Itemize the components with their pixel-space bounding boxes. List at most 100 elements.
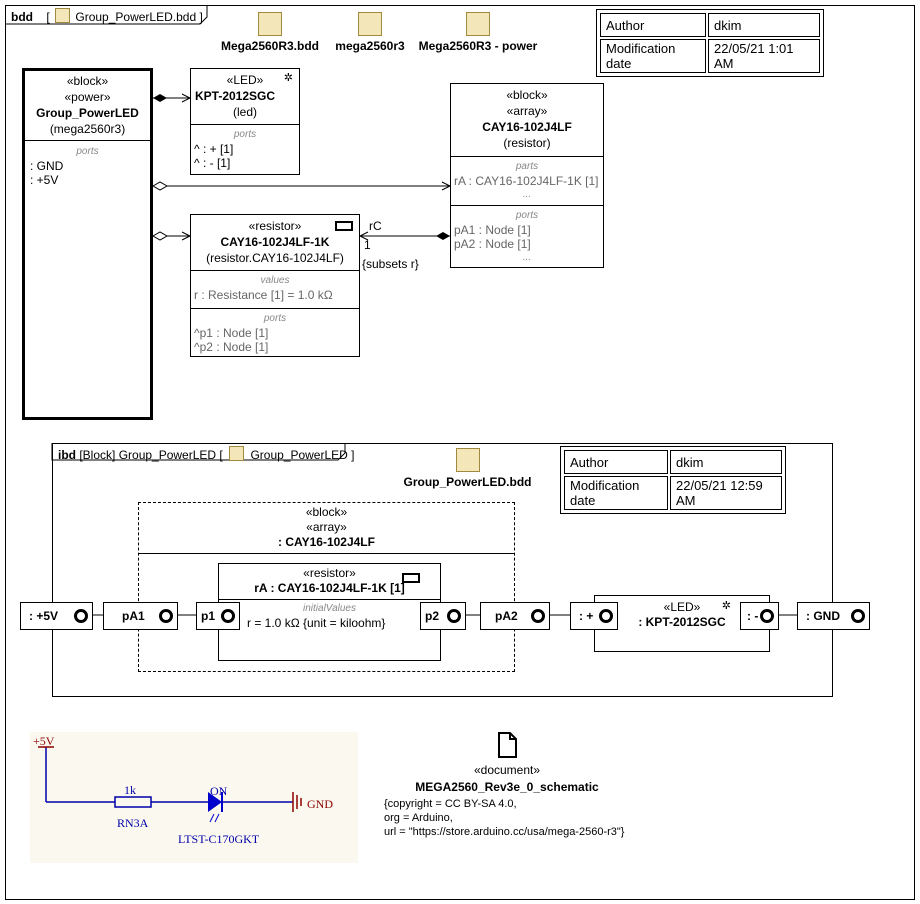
block-group-powerled[interactable]: «block» «power» Group_PowerLED (mega2560… [22, 68, 153, 420]
compartment-label: ports [515, 210, 539, 221]
block-led[interactable]: ✲ «LED» KPT-2012SGC (led) ports ^ : + [1… [190, 68, 300, 175]
port-circle-icon [531, 609, 545, 623]
link-mega2560r3-power[interactable]: Mega2560R3 - power [413, 12, 543, 53]
compartment-label: ports [263, 313, 287, 324]
compartment-label: parts [515, 161, 539, 172]
stereotype: «block» [66, 74, 109, 88]
schematic-led-label: ON [210, 784, 228, 798]
port-label: p1 [201, 609, 216, 623]
port-label: pA1 [122, 609, 145, 623]
stereotype: «LED» [226, 73, 264, 87]
schematic-vcc: +5V [33, 734, 55, 748]
port-p2[interactable]: p2 [420, 602, 466, 630]
link-group-powerled-bdd[interactable]: Group_PowerLED.bdd [400, 448, 535, 489]
port-label: : GND [806, 609, 840, 623]
ibd-header-name[interactable]: Group_PowerLED ] [250, 448, 355, 462]
block-array[interactable]: «block» «array» CAY16-102J4LF (resistor)… [450, 83, 604, 268]
document-name: MEGA2560_Rev3e_0_schematic [415, 780, 599, 794]
led-icon: ✲ [721, 600, 731, 612]
port-minus[interactable]: : - [740, 602, 779, 630]
part-name: rA : CAY16-102J4LF-1K [1] [254, 581, 405, 595]
port-circle-icon [159, 609, 173, 623]
port-label: : +5V [29, 609, 59, 623]
port-pa1[interactable]: pA1 [103, 602, 178, 630]
part-array[interactable]: «block» «array» : CAY16-102J4LF [138, 502, 515, 672]
stereotype: «array» [506, 104, 548, 118]
port-p1[interactable]: p1 [196, 602, 240, 630]
ibd-frame-header: ibd [Block] Group_PowerLED [ Group_Power… [58, 446, 355, 462]
ellipsis: ... [522, 189, 532, 200]
schematic-res-ref: RN3A [117, 816, 149, 830]
block-type: (resistor) [503, 136, 551, 150]
assoc-constraint: {subsets r} [362, 257, 419, 271]
stereotype: «block» [305, 505, 348, 519]
port-entry: ^p2 : Node [1] [194, 340, 269, 354]
stereotype: «power» [64, 90, 111, 104]
block-name: Group_PowerLED [36, 106, 139, 120]
port-entry: : +5V [30, 173, 59, 187]
bdd-diagram-icon [258, 12, 282, 36]
block-type: (led) [232, 105, 257, 119]
compartment-label: values [260, 275, 290, 286]
port-gnd[interactable]: : GND [797, 602, 870, 630]
port-entry: ^ : - [1] [194, 156, 231, 170]
part-led[interactable]: ✲ «LED» : KPT-2012SGC [594, 595, 770, 652]
mod-date-value: 22/05/21 12:59 AM [670, 476, 782, 510]
author-value: dkim [670, 450, 782, 474]
link-label: Mega2560R3 - power [418, 39, 538, 53]
frame-kind: bdd [11, 10, 33, 24]
document-prop: url = "https://store.arduino.cc/usa/mega… [384, 826, 625, 838]
block-resistor[interactable]: «resistor» CAY16-102J4LF-1K (resistor.CA… [190, 214, 360, 357]
port-circle-icon [599, 609, 613, 623]
mod-date-label: Modification date [564, 476, 668, 510]
port-circle-icon [74, 609, 88, 623]
compartment-label: ports [76, 146, 99, 157]
port-label: : + [579, 609, 594, 623]
port-circle-icon [760, 609, 774, 623]
mod-date-label: Modification date [600, 39, 706, 73]
block-name: CAY16-102J4LF-1K [220, 235, 330, 249]
ibd-diagram-icon [229, 446, 245, 461]
port-entry: ^ : + [1] [194, 142, 234, 156]
assoc-multiplicity: 1 [364, 238, 371, 252]
port-entry: ^p1 : Node [1] [194, 326, 269, 340]
link-label: mega2560r3 [335, 39, 405, 53]
stereotype: «resistor» [303, 566, 356, 580]
assoc-role: rC [369, 219, 382, 233]
value-entry: r : Resistance [1] = 1.0 kΩ [194, 288, 333, 302]
port-pa2[interactable]: pA2 [480, 602, 550, 630]
frame-diagram-name[interactable]: Group_PowerLED.bdd [75, 10, 197, 24]
port-entry: : GND [30, 159, 64, 173]
part-ra[interactable]: «resistor» rA : CAY16-102J4LF-1K [1] ini… [218, 563, 441, 661]
port-5v[interactable]: : +5V [20, 602, 93, 630]
port-plus[interactable]: : + [570, 602, 618, 630]
bdd-diagram-icon [55, 8, 71, 23]
block-type: (resistor.CAY16-102J4LF) [206, 251, 344, 265]
resistor-icon [335, 221, 353, 231]
initial-value: r = 1.0 kΩ {unit = kiloohm} [247, 616, 386, 630]
port-circle-icon [447, 609, 461, 623]
block-name: CAY16-102J4LF [482, 120, 572, 134]
link-mega2560r3-bdd[interactable]: Mega2560R3.bdd [215, 12, 325, 53]
part-name: : CAY16-102J4LF [278, 535, 375, 549]
document-prop: org = Arduino, [384, 812, 453, 824]
port-label: : - [747, 609, 759, 623]
port-circle-icon [851, 609, 865, 623]
part-name: : KPT-2012SGC [638, 615, 726, 629]
document-icon [498, 732, 517, 758]
compartment-label: ports [233, 129, 257, 140]
link-label: Mega2560R3.bdd [220, 39, 320, 53]
block-name: KPT-2012SGC [195, 89, 276, 103]
link-mega2560r3[interactable]: mega2560r3 [325, 12, 415, 53]
bdd-diagram-icon [455, 448, 480, 472]
author-label: Author [600, 13, 706, 37]
led-icon: ✲ [283, 72, 293, 84]
link-label: Group_PowerLED.bdd [403, 475, 532, 489]
port-label: pA2 [495, 609, 518, 623]
port-entry: pA2 : Node [1] [454, 237, 531, 251]
ibd-kind: ibd [58, 448, 76, 462]
